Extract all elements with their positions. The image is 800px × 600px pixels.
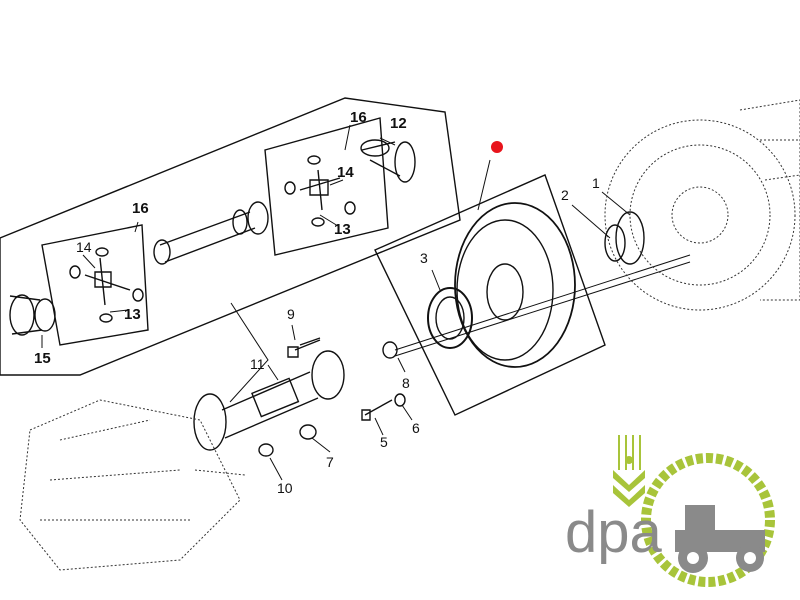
callout-14a: 14 bbox=[337, 164, 354, 181]
callout-14b: 14 bbox=[76, 239, 92, 255]
callout-16b: 16 bbox=[132, 200, 149, 217]
flywheel-housing bbox=[604, 119, 796, 311]
callout-13a: 13 bbox=[334, 221, 351, 238]
callout-9: 9 bbox=[287, 306, 295, 322]
callout-2: 2 bbox=[561, 187, 569, 203]
gear-ring-icon bbox=[641, 453, 775, 587]
callout-12: 12 bbox=[390, 115, 407, 132]
red-marker-dot bbox=[491, 141, 503, 153]
logo-text: dpa bbox=[565, 500, 663, 565]
dpa-logo: dpa bbox=[565, 430, 795, 595]
shaft-tube bbox=[159, 211, 256, 263]
callout-11: 11 bbox=[250, 356, 265, 372]
callout-6: 6 bbox=[412, 420, 420, 436]
u-joint-inset-right bbox=[264, 117, 389, 256]
wheat-icon bbox=[613, 435, 645, 507]
tractor-icon bbox=[675, 505, 765, 573]
callout-16a: 16 bbox=[350, 109, 367, 126]
dpa-logo-graphic: dpa bbox=[565, 435, 775, 587]
callout-10: 10 bbox=[277, 480, 293, 496]
callout-15: 15 bbox=[34, 350, 51, 367]
damper-frame bbox=[374, 174, 606, 416]
callout-1: 1 bbox=[592, 175, 600, 191]
callout-7: 7 bbox=[326, 454, 334, 470]
callout-3: 3 bbox=[420, 250, 428, 266]
callout-5: 5 bbox=[380, 434, 388, 450]
callout-13b: 13 bbox=[124, 306, 141, 323]
u-joint-inset-left bbox=[41, 224, 149, 346]
damper-disc bbox=[454, 202, 576, 368]
callout-8: 8 bbox=[402, 375, 410, 391]
driveshaft-frame bbox=[0, 97, 461, 376]
